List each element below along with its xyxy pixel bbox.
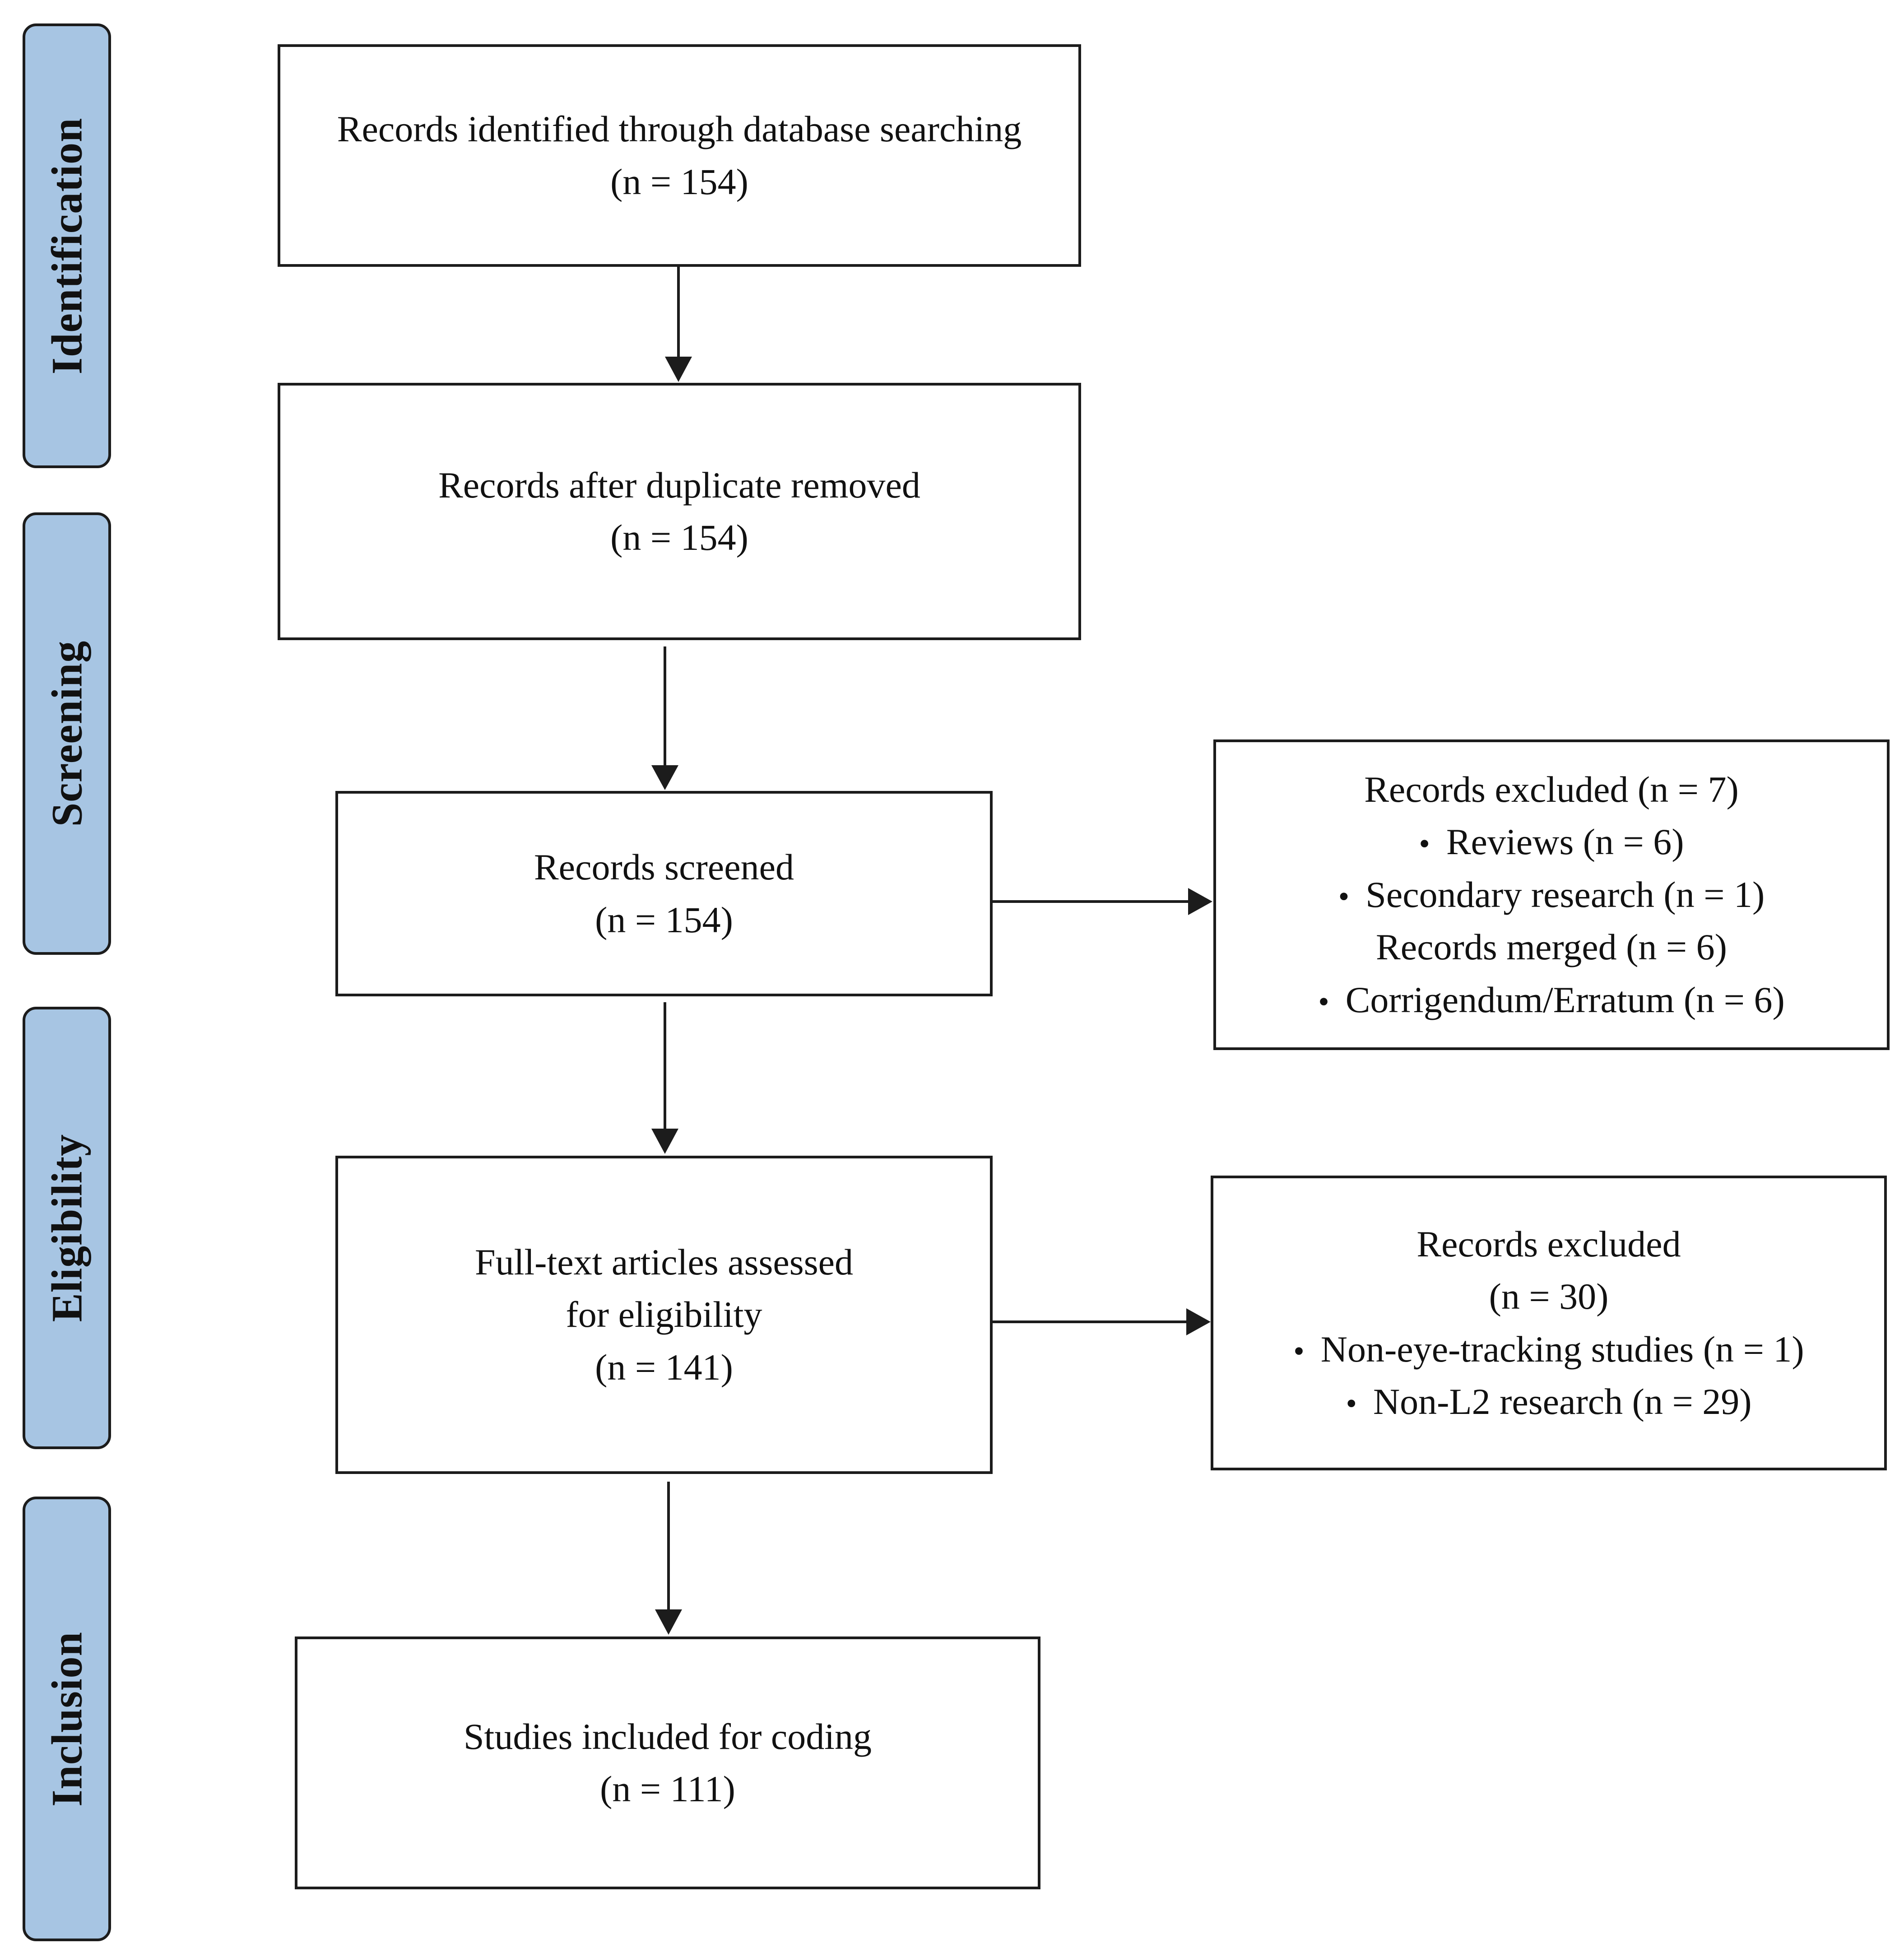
studies-included-count: (n = 111) (600, 1768, 735, 1809)
studies-included-text: Studies included for coding (463, 1716, 872, 1757)
records-identified-box: Records identified through database sear… (278, 44, 1081, 267)
merged-list: Corrigendum/Erratum (n = 6) (1318, 974, 1785, 1026)
list-item: Non-L2 research (n = 29) (1293, 1376, 1804, 1428)
records-after-duplicates-box: Records after duplicate removed (n = 154… (278, 383, 1081, 640)
studies-included-box: Studies included for coding (n = 111) (295, 1637, 1040, 1889)
phase-screening: Screening (23, 512, 111, 955)
records-excluded-screening-box: Records excluded (n = 7) Reviews (n = 6)… (1213, 739, 1890, 1050)
phase-inclusion: Inclusion (23, 1497, 111, 1941)
records-excluded-eligibility-count: (n = 30) (1489, 1276, 1609, 1317)
records-screened-count: (n = 154) (595, 899, 733, 940)
phase-eligibility: Eligibility (23, 1007, 111, 1449)
arrowhead-screened-to-excluded (1188, 888, 1212, 915)
phase-identification: Identification (23, 23, 111, 468)
full-text-assessed-box: Full-text articles assessed for eligibil… (335, 1156, 993, 1474)
records-after-duplicates-count: (n = 154) (610, 517, 748, 558)
records-merged-text: Records merged (n = 6) (1376, 926, 1727, 968)
records-after-duplicates-text: Records after duplicate removed (438, 464, 920, 506)
records-excluded-eligibility-title: Records excluded (1416, 1223, 1681, 1265)
records-screened-text: Records screened (534, 846, 794, 888)
records-excluded-eligibility-box: Records excluded (n = 30) Non-eye-tracki… (1211, 1176, 1887, 1470)
full-text-assessed-line1: Full-text articles assessed (474, 1241, 854, 1283)
arrowhead-fulltext-to-included (655, 1609, 682, 1635)
full-text-assessed-count: (n = 141) (595, 1346, 733, 1388)
records-identified-count: (n = 154) (610, 161, 748, 202)
list-item: Non-eye-tracking studies (n = 1) (1293, 1323, 1804, 1376)
arrowhead-fulltext-to-excluded (1186, 1308, 1211, 1335)
full-text-assessed-line2: for eligibility (566, 1294, 762, 1335)
arrowhead-identified-to-duplicates (665, 357, 692, 382)
records-identified-text: Records identified through database sear… (337, 108, 1022, 150)
eligibility-exclusion-list: Non-eye-tracking studies (n = 1) Non-L2 … (1293, 1323, 1804, 1428)
list-item: Reviews (n = 6) (1338, 816, 1765, 868)
arrowhead-screened-to-fulltext (651, 1129, 678, 1154)
list-item: Corrigendum/Erratum (n = 6) (1318, 974, 1785, 1026)
arrowhead-duplicates-to-screened (651, 765, 678, 790)
list-item: Secondary research (n = 1) (1338, 869, 1765, 921)
records-screened-box: Records screened (n = 154) (335, 791, 993, 996)
screening-exclusion-list: Reviews (n = 6) Secondary research (n = … (1338, 816, 1765, 921)
records-excluded-screening-title: Records excluded (n = 7) (1364, 768, 1739, 810)
